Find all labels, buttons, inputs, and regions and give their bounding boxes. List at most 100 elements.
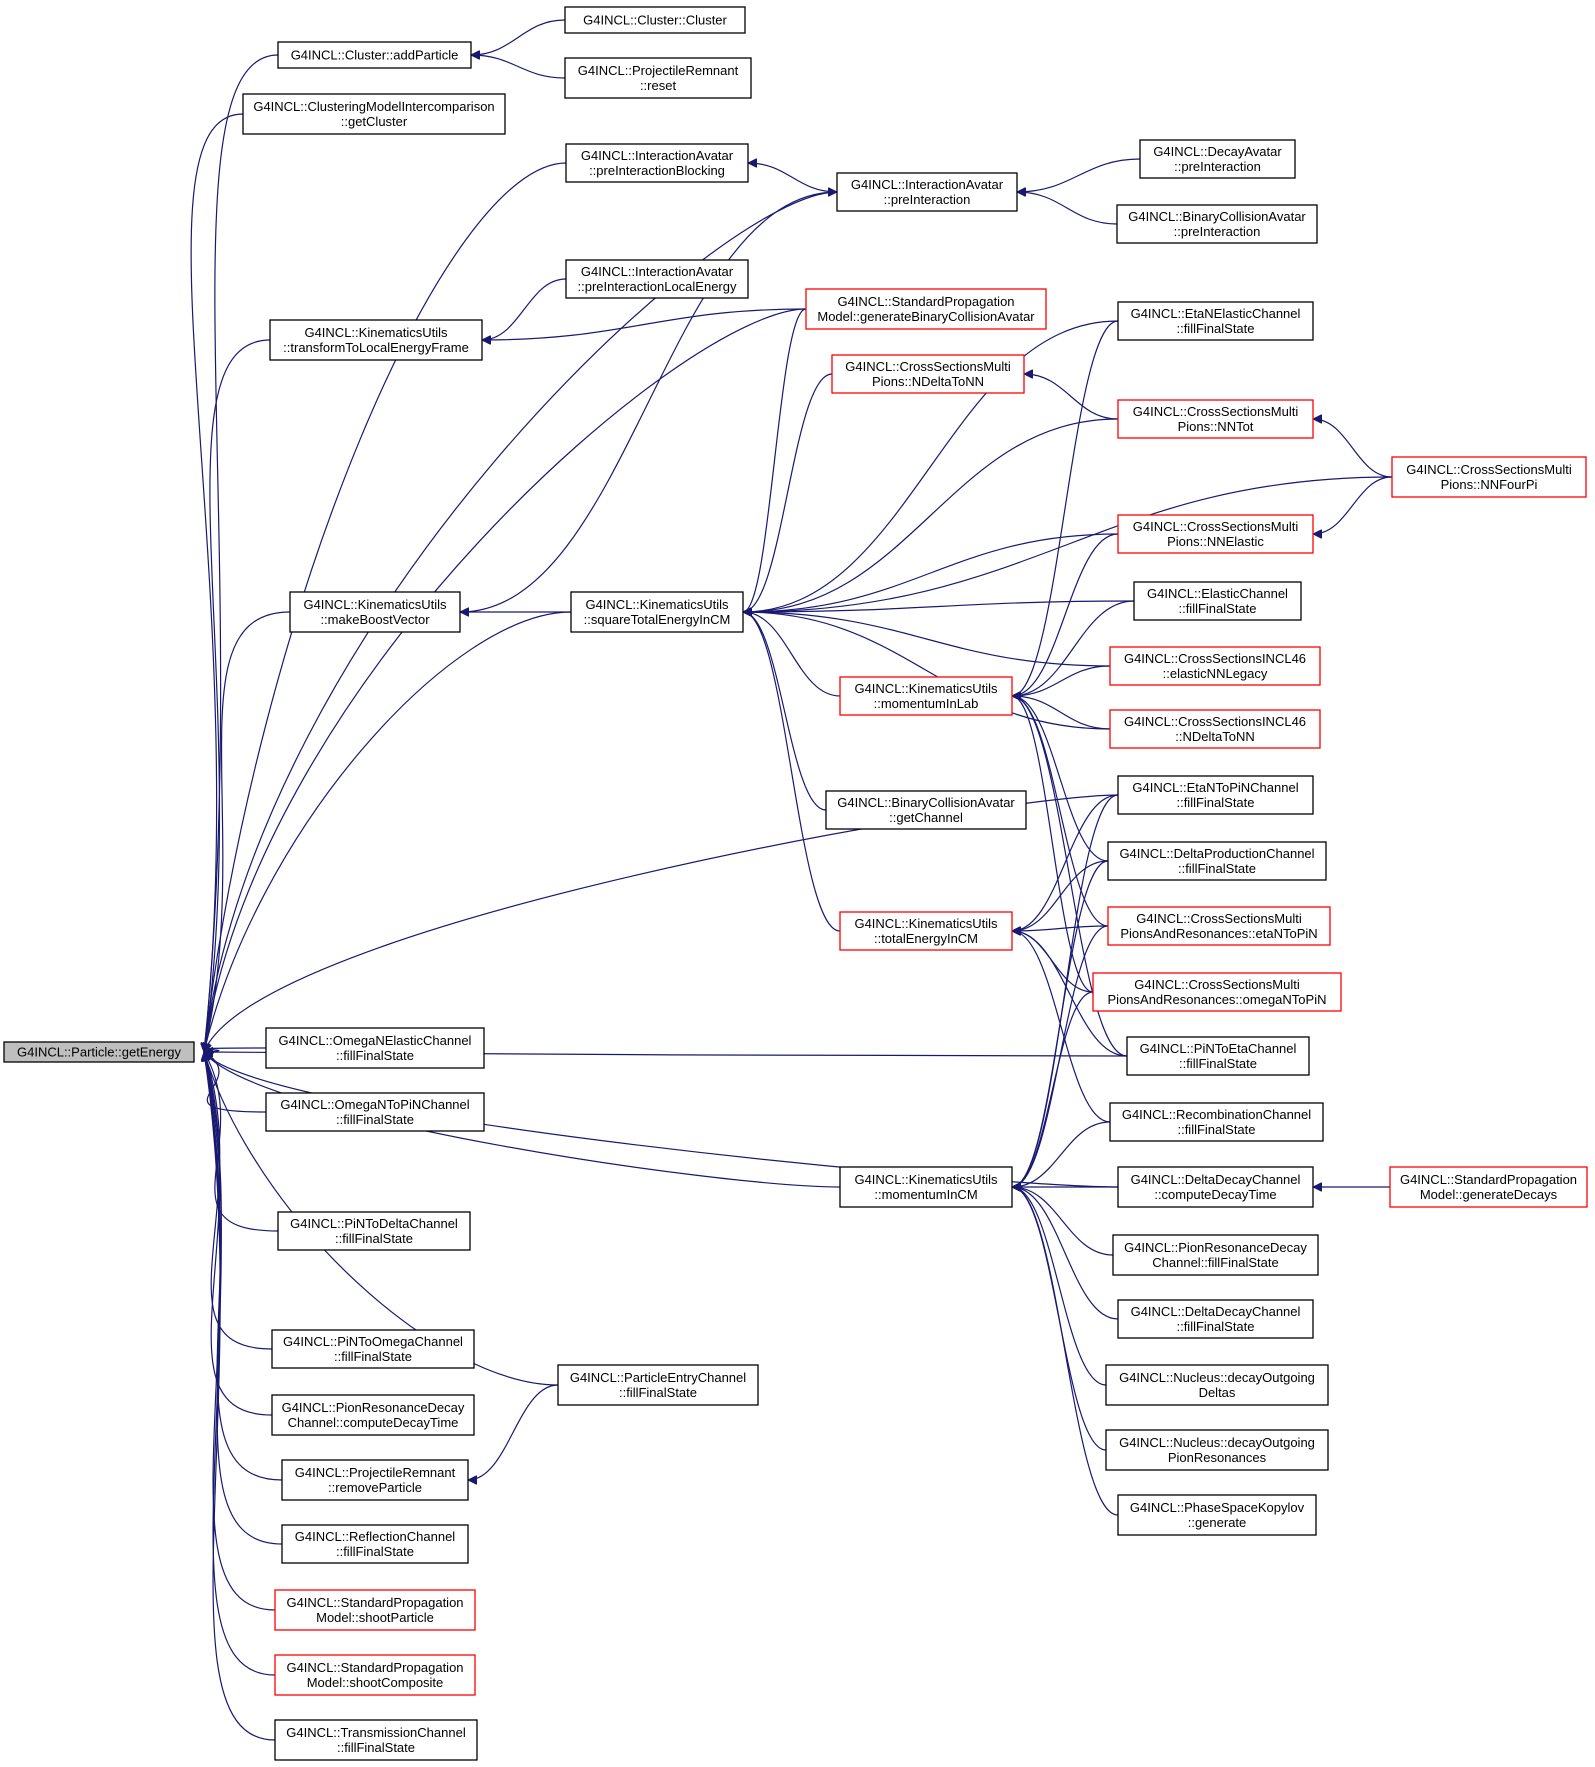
graph-node-ku-transform[interactable]: G4INCL::KinematicsUtils::transformToLoca… xyxy=(269,319,483,361)
node-label: ::fillFinalState xyxy=(1176,795,1254,810)
node-label: ::totalEnergyInCM xyxy=(874,931,978,946)
node-label: ::fillFinalState xyxy=(1177,1122,1255,1137)
call-edge xyxy=(1012,665,1111,696)
graph-node-spm-shootp[interactable]: G4INCL::StandardPropagationModel::shootP… xyxy=(274,1589,476,1631)
graph-node-recomb[interactable]: G4INCL::RecombinationChannel::fillFinalS… xyxy=(1109,1102,1324,1142)
call-edge xyxy=(482,308,807,340)
graph-node-etanel[interactable]: G4INCL::EtaNElasticChannel::fillFinalSta… xyxy=(1117,301,1314,341)
node-box xyxy=(565,143,749,183)
node-label: G4INCL::Nucleus::decayOutgoing xyxy=(1119,1370,1315,1385)
graph-node-pintodelta[interactable]: G4INCL::PiNToDeltaChannel::fillFinalStat… xyxy=(277,1211,471,1251)
call-edge xyxy=(1011,991,1094,1187)
call-edge xyxy=(743,612,1111,667)
node-label: Pions::NNFourPi xyxy=(1441,477,1538,492)
call-edge xyxy=(1024,374,1119,420)
graph-node-deltaprod[interactable]: G4INCL::DeltaProductionChannel::fillFina… xyxy=(1107,841,1327,881)
graph-node-cs46-nd[interactable]: G4INCL::CrossSectionsINCL46::NDeltaToNN xyxy=(1109,709,1321,749)
graph-node-elastic-ffs[interactable]: G4INCL::ElasticChannel::fillFinalState xyxy=(1133,581,1302,621)
node-label: Model::generateBinaryCollisionAvatar xyxy=(817,309,1035,324)
node-box xyxy=(805,288,1047,330)
node-label: ::fillFinalState xyxy=(1176,321,1254,336)
graph-node-spm-shootc[interactable]: G4INCL::StandardPropagationModel::shootC… xyxy=(274,1654,476,1696)
graph-node-nuc-pionres[interactable]: G4INCL::Nucleus::decayOutgoingPionResona… xyxy=(1105,1429,1329,1471)
node-label: ::NDeltaToNN xyxy=(1175,729,1254,744)
graph-node-prdc-time[interactable]: G4INCL::PionResonanceDecayChannel::compu… xyxy=(271,1394,475,1436)
node-box xyxy=(281,1524,469,1564)
node-label: ::squareTotalEnergyInCM xyxy=(584,612,731,627)
graph-node-trans[interactable]: G4INCL::TransmissionChannel::fillFinalSt… xyxy=(274,1719,478,1761)
node-label: ::preInteraction xyxy=(1174,224,1261,239)
graph-node-ddc-time[interactable]: G4INCL::DeltaDecayChannel::computeDecayT… xyxy=(1117,1166,1314,1208)
call-edge xyxy=(742,308,807,612)
node-label: G4INCL::ProjectileRemnant xyxy=(295,1465,456,1480)
graph-node-etantopin[interactable]: G4INCL::EtaNToPiNChannel::fillFinalState xyxy=(1117,775,1314,815)
node-label: ::fillFinalState xyxy=(1178,601,1256,616)
graph-node-projrem-reset[interactable]: G4INCL::ProjectileRemnant::reset xyxy=(564,57,752,99)
graph-node-csmp-ndelta[interactable]: G4INCL::CrossSectionsMultiPions::NDeltaT… xyxy=(831,354,1025,394)
call-edge xyxy=(1012,696,1109,862)
node-label: Deltas xyxy=(1199,1385,1236,1400)
graph-node-ku-pincm[interactable]: G4INCL::KinematicsUtils::momentumInCM xyxy=(839,1166,1013,1208)
graph-node-omegantopin[interactable]: G4INCL::OmegaNToPiNChannel::fillFinalSta… xyxy=(265,1092,485,1132)
graph-node-decay-pre[interactable]: G4INCL::DecayAvatar::preInteraction xyxy=(1139,139,1296,179)
graph-node-omeganel[interactable]: G4INCL::OmegaNElasticChannel::fillFinalS… xyxy=(265,1027,485,1069)
node-label: G4INCL::CrossSectionsMulti xyxy=(1136,911,1302,926)
graph-node-bca-getch[interactable]: G4INCL::BinaryCollisionAvatar::getChanne… xyxy=(825,790,1027,830)
node-label: ::elasticNNLegacy xyxy=(1163,666,1268,681)
node-label: ::getChannel xyxy=(889,810,963,825)
graph-node-pentry[interactable]: G4INCL::ParticleEntryChannel::fillFinalS… xyxy=(557,1364,759,1406)
graph-node-bca-pre[interactable]: G4INCL::BinaryCollisionAvatar::preIntera… xyxy=(1116,204,1318,244)
graph-node-refl[interactable]: G4INCL::ReflectionChannel::fillFinalStat… xyxy=(281,1524,469,1564)
call-edge xyxy=(743,533,1119,612)
node-label: G4INCL::StandardPropagation xyxy=(286,1660,463,1675)
graph-node-ku-tot[interactable]: G4INCL::KinematicsUtils::totalEnergyInCM xyxy=(839,911,1013,951)
graph-node-psk-gen[interactable]: G4INCL::PhaseSpaceKopylov::generate xyxy=(1117,1494,1317,1536)
graph-node-ia-preblock[interactable]: G4INCL::InteractionAvatar::preInteractio… xyxy=(565,143,749,183)
graph-node-ku-boost[interactable]: G4INCL::KinematicsUtils::makeBoostVector xyxy=(289,591,461,633)
call-edge xyxy=(204,1052,276,1611)
call-edge xyxy=(1012,794,1119,931)
node-label: ::generate xyxy=(1188,1515,1247,1530)
node-label: Pions::NDeltaToNN xyxy=(872,374,984,389)
graph-node-spm-gendec[interactable]: G4INCL::StandardPropagationModel::genera… xyxy=(1389,1166,1588,1208)
graph-node-ia-pre[interactable]: G4INCL::InteractionAvatar::preInteractio… xyxy=(836,172,1018,212)
node-label: G4INCL::StandardPropagation xyxy=(286,1595,463,1610)
graph-node-clustering-get[interactable]: G4INCL::ClusteringModelIntercomparison::… xyxy=(242,93,506,135)
graph-node-csmpr-omega[interactable]: G4INCL::CrossSectionsMultiPionsAndResona… xyxy=(1092,972,1342,1012)
call-edge xyxy=(471,19,566,55)
graph-node-cluster-ctor[interactable]: G4INCL::Cluster::Cluster xyxy=(564,6,746,34)
node-label: Model::shootComposite xyxy=(307,1675,444,1690)
node-label: ::preInteraction xyxy=(884,192,971,207)
graph-node-prdc-ffs[interactable]: G4INCL::PionResonanceDecayChannel::fillF… xyxy=(1112,1234,1319,1276)
graph-node-csmpr-eta[interactable]: G4INCL::CrossSectionsMultiPionsAndResona… xyxy=(1107,906,1331,946)
graph-node-pintoomega[interactable]: G4INCL::PiNToOmegaChannel::fillFinalStat… xyxy=(271,1329,475,1369)
graph-node-ddc-ffs[interactable]: G4INCL::DeltaDecayChannel::fillFinalStat… xyxy=(1117,1299,1314,1339)
graph-node-cluster-add[interactable]: G4INCL::Cluster::addParticle xyxy=(277,41,472,69)
call-edge xyxy=(204,611,572,1052)
graph-node-ku-pinlab[interactable]: G4INCL::KinematicsUtils::momentumInLab xyxy=(839,676,1013,716)
call-edge xyxy=(743,476,1393,612)
graph-node-root[interactable]: G4INCL::Particle::getEnergy xyxy=(3,1041,195,1063)
graph-node-cs46-el[interactable]: G4INCL::CrossSectionsINCL46::elasticNNLe… xyxy=(1109,646,1321,686)
graph-node-spm-genbca[interactable]: G4INCL::StandardPropagationModel::genera… xyxy=(805,288,1047,330)
call-edge xyxy=(1012,696,1111,730)
node-layer: G4INCL::Particle::getEnergy G4INCL::Clust… xyxy=(3,6,1588,1761)
call-edge xyxy=(204,1048,267,1052)
call-edge xyxy=(204,1052,273,1350)
node-label: ::transformToLocalEnergyFrame xyxy=(283,340,469,355)
graph-node-csmp-nnfourpi[interactable]: G4INCL::CrossSectionsMultiPions::NNFourP… xyxy=(1391,456,1587,498)
node-box xyxy=(1107,906,1331,946)
graph-node-pintoeta[interactable]: G4INCL::PiNToEtaChannel::fillFinalState xyxy=(1126,1036,1310,1076)
graph-node-ku-sq[interactable]: G4INCL::KinematicsUtils::squareTotalEner… xyxy=(570,591,744,633)
graph-node-projrem-remove[interactable]: G4INCL::ProjectileRemnant::removeParticl… xyxy=(281,1459,469,1501)
node-label: G4INCL::KinematicsUtils xyxy=(854,916,998,931)
graph-node-csmp-nnel[interactable]: G4INCL::CrossSectionsMultiPions::NNElast… xyxy=(1117,514,1314,554)
node-label: G4INCL::ParticleEntryChannel xyxy=(570,1370,746,1385)
graph-node-ia-preloc[interactable]: G4INCL::InteractionAvatar::preInteractio… xyxy=(565,259,749,299)
node-label: G4INCL::CrossSectionsMulti xyxy=(1133,519,1299,534)
node-label: G4INCL::Nucleus::decayOutgoing xyxy=(1119,1435,1315,1450)
call-edge xyxy=(1012,925,1109,931)
call-edge xyxy=(471,55,566,79)
